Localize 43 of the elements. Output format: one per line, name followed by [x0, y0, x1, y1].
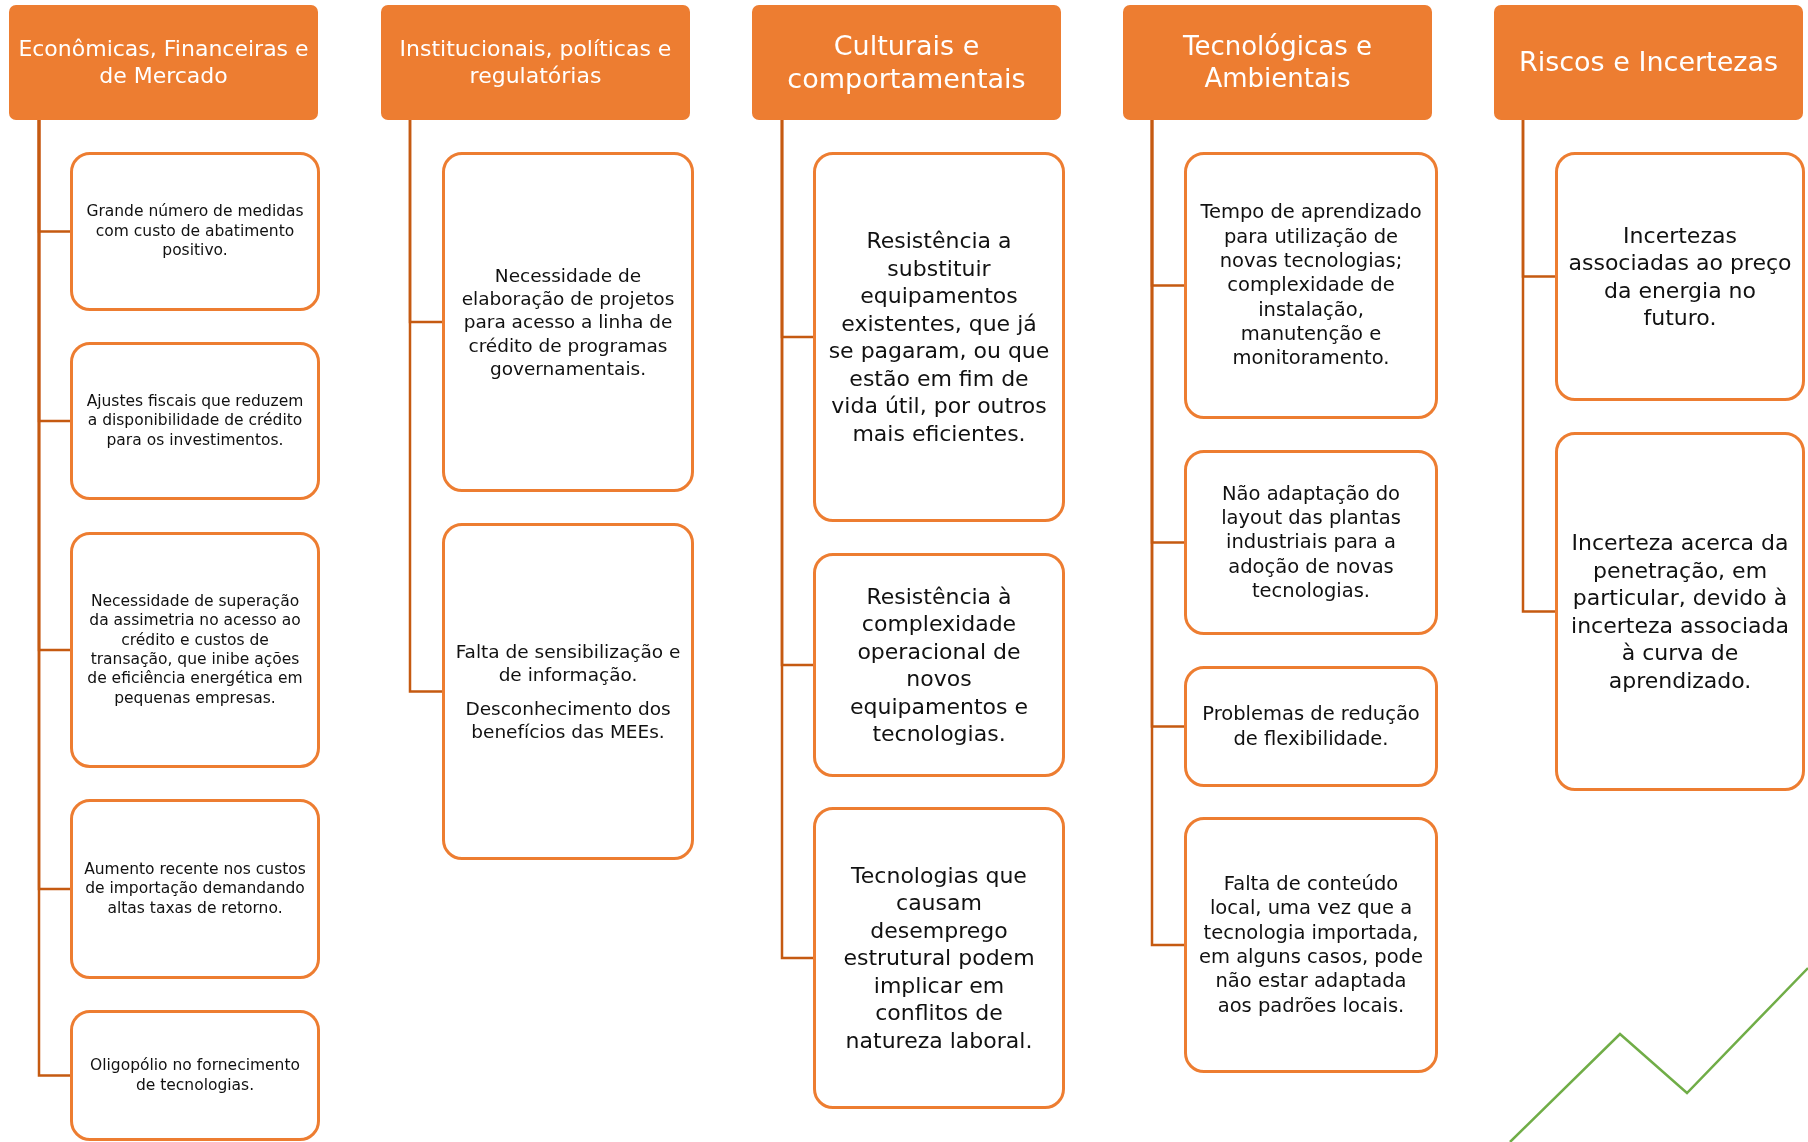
barrier-text: Incerteza acerca da penetração, em particular, devido à incerteza associada à curva de aprendizado.: [1570, 529, 1790, 694]
category-header: Econômicas, Financeiras e de Mercado: [9, 5, 318, 120]
barrier-box: [442, 523, 694, 860]
category-header: Riscos e Incertezas: [1494, 5, 1803, 120]
category-header: Tecnológicas e Ambientais: [1123, 5, 1432, 120]
barrier-text: Desconhecimento dos benefícios das MEEs.: [464, 696, 672, 743]
barrier-text: Tecnologias que causam desemprego estrutural podem implicar em conflitos de natureza laboral.: [842, 861, 1036, 1055]
barrier-text: Falta de conteúdo local, uma vez que a tecnologia importada, em alguns casos, pode não estar adaptada aos padrões locais.: [1198, 871, 1424, 1019]
barrier-box: [70, 799, 320, 979]
connector-line: [1150, 120, 1184, 947]
barrier-text: Tempo de aprendizado para utilização de novas tecnologias; complexidade de instalação, manutenção e monitoramento.: [1199, 200, 1423, 371]
barrier-box: [1184, 152, 1438, 419]
barrier-box: [813, 807, 1065, 1109]
barrier-box: [1184, 817, 1438, 1073]
barrier-box: [70, 152, 320, 311]
barrier-text: Resistência a substituir equipamentos existentes, que já se pagaram, ou que estão em fim de vida útil, por outros mais eficientes.: [827, 227, 1051, 447]
barrier-box: [70, 532, 320, 768]
barrier-box: [1184, 666, 1438, 787]
barrier-text: Aumento recente nos custos de importação demandando altas taxas de retorno.: [83, 859, 307, 919]
barrier-text: Não adaptação do layout das plantas industriais para a adoção de novas tecnologias.: [1220, 481, 1402, 604]
barrier-text: Resistência à complexidade operacional de novos equipamentos e tecnologias.: [849, 582, 1029, 748]
barrier-box: [1555, 152, 1805, 401]
connector-line: [37, 120, 70, 1077]
barrier-text: Problemas de redução de flexibilidade.: [1201, 702, 1421, 751]
category-header: Culturais e comportamentais: [752, 5, 1061, 120]
barrier-box: [70, 1010, 320, 1141]
barrier-box: [813, 553, 1065, 777]
connector-line: [408, 120, 442, 693]
barrier-box: [442, 152, 694, 492]
barrier-text: Ajustes fiscais que reduzem a disponibilidade de crédito para os investimentos.: [85, 391, 305, 451]
barrier-box: [813, 152, 1065, 522]
barrier-text: Incertezas associadas ao preço da energia no futuro.: [1568, 221, 1792, 332]
barrier-box: [70, 342, 320, 500]
barrier-text: Grande número de medidas com custo de abatimento positivo.: [85, 202, 305, 261]
barrier-text: Necessidade de elaboração de projetos para acesso a linha de crédito de programas governamentais.: [460, 264, 676, 380]
barrier-box: [1184, 450, 1438, 635]
barrier-box: [1555, 432, 1805, 791]
connector-line: [780, 120, 813, 960]
barrier-text: Falta de sensibilização e de informação.: [455, 640, 681, 687]
connector-line: [1521, 120, 1555, 613]
barrier-text: Oligopólio no fornecimento de tecnologias.: [89, 1056, 301, 1095]
barrier-text: Necessidade de superação da assimetria no acesso ao crédito e custos de transação, que inibe ações de eficiência energética em pequenas empresas.: [86, 591, 304, 709]
category-header: Institucionais, políticas e regulatórias: [381, 5, 690, 120]
